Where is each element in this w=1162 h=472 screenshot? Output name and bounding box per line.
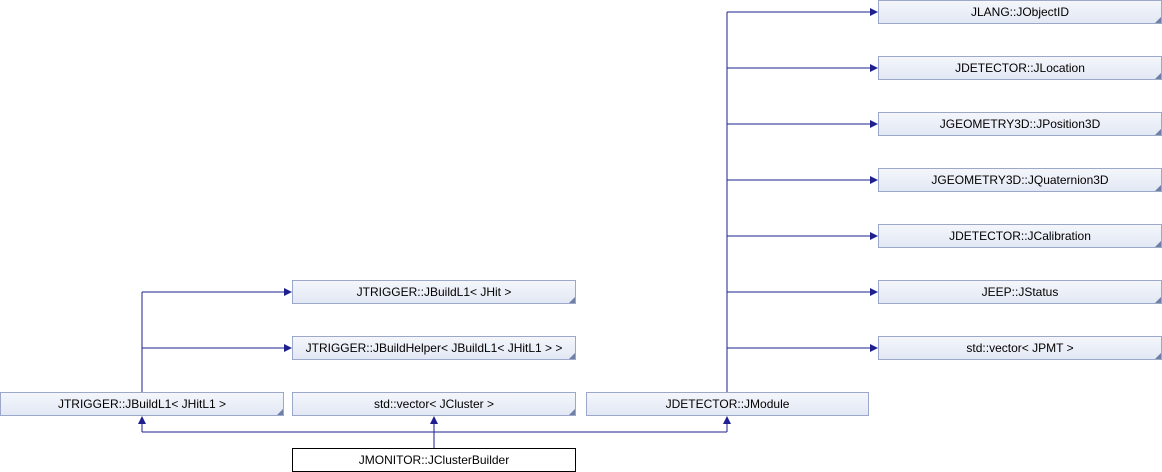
class-node-jposition3d[interactable]: JGEOMETRY3D::JPosition3D [878,112,1162,136]
class-node-jlocation[interactable]: JDETECTOR::JLocation [878,56,1162,80]
class-label: std::vector< JPMT > [966,341,1074,355]
edges-jclusterbuilder-bases [138,416,731,448]
class-label: JDETECTOR::JModule [665,397,790,411]
edges-jbuildl1-bases [141,288,292,392]
class-label: JLANG::JObjectID [970,5,1070,19]
class-label: JTRIGGER::JBuildL1< JHit > [356,285,512,299]
class-label: std::vector< JCluster > [373,397,495,411]
class-label: JGEOMETRY3D::JPosition3D [939,117,1101,131]
class-node-jquaternion3d[interactable]: JGEOMETRY3D::JQuaternion3D [878,168,1162,192]
class-node-jcalibration[interactable]: JDETECTOR::JCalibration [878,224,1162,248]
class-label: JDETECTOR::JCalibration [949,229,1091,243]
class-node-jstatus[interactable]: JEEP::JStatus [878,280,1162,304]
class-node-jbuildhelper[interactable]: JTRIGGER::JBuildHelper< JBuildL1< JHitL1… [292,336,576,360]
class-node-jobjectid[interactable]: JLANG::JObjectID [878,0,1162,24]
edges-jmodule-bases [726,8,878,392]
class-node-jbuildl1-jhit[interactable]: JTRIGGER::JBuildL1< JHit > [292,280,576,304]
class-label: JTRIGGER::JBuildL1< JHitL1 > [57,397,227,411]
class-label: JTRIGGER::JBuildHelper< JBuildL1< JHitL1… [305,341,563,355]
class-node-jbuildl1-jhitl1[interactable]: JTRIGGER::JBuildL1< JHitL1 > [0,392,284,416]
class-label: JDETECTOR::JLocation [955,61,1085,75]
class-node-vector-jcluster[interactable]: std::vector< JCluster > [292,392,576,416]
class-label: JMONITOR::JClusterBuilder [358,453,510,467]
class-node-vector-jpmt[interactable]: std::vector< JPMT > [878,336,1162,360]
class-label: JEEP::JStatus [981,285,1059,299]
class-node-jmodule[interactable]: JDETECTOR::JModule [586,392,869,416]
class-label: JGEOMETRY3D::JQuaternion3D [931,173,1109,187]
class-node-jclusterbuilder: JMONITOR::JClusterBuilder [292,448,576,472]
